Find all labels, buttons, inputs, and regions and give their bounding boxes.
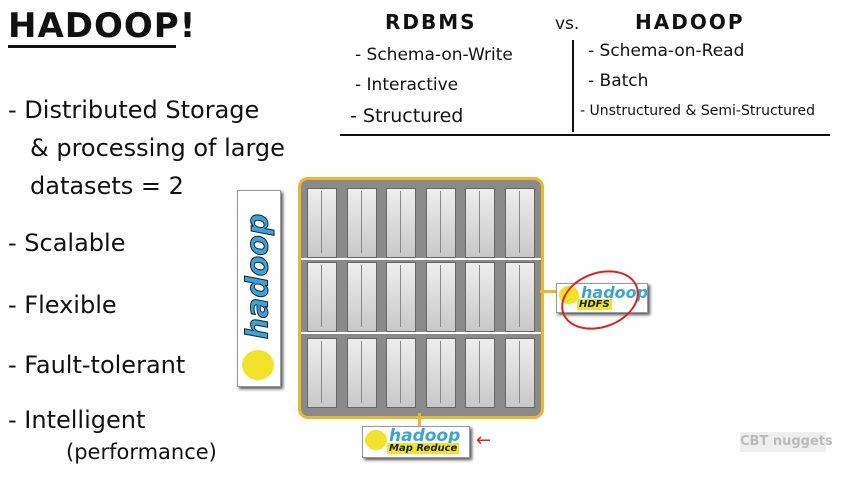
hdfs-logo: hadoop HDFS — [556, 283, 648, 313]
rdbms-item: - Interactive — [355, 75, 459, 95]
mapreduce-logo: hadoop Map Reduce — [362, 426, 470, 458]
rdbms-item: - Structured — [350, 105, 464, 127]
bullet-processing: & processing of large — [30, 134, 285, 162]
page-title: HADOOP! — [8, 6, 197, 46]
rdbms-header: RDBMS — [385, 10, 477, 34]
bullet-flexible: - Flexible — [8, 291, 117, 319]
server-icon — [504, 262, 535, 332]
elephant-icon — [365, 430, 387, 450]
server-icon — [425, 262, 456, 332]
server-row — [307, 262, 535, 332]
server-row — [307, 188, 535, 258]
server-row — [307, 338, 535, 408]
bullet-performance: (performance) — [66, 440, 217, 464]
divider-vertical — [572, 40, 574, 132]
server-icon — [386, 188, 417, 258]
server-icon — [465, 188, 496, 258]
server-icon — [346, 188, 377, 258]
hadoop-item: - Unstructured & Semi-Structured — [580, 103, 815, 119]
server-icon — [504, 188, 535, 258]
server-icon — [386, 338, 417, 408]
server-icon — [425, 338, 456, 408]
server-icon — [307, 262, 337, 332]
server-icon — [386, 262, 417, 332]
server-cluster-panel — [298, 177, 544, 419]
hadoop-vertical-logo: hadoop — [237, 190, 281, 387]
row-separator — [301, 258, 541, 260]
server-icon — [465, 338, 496, 408]
elephant-icon — [242, 350, 274, 380]
server-icon — [504, 338, 535, 408]
server-icon — [346, 338, 377, 408]
server-icon — [346, 262, 377, 332]
server-icon — [425, 188, 456, 258]
server-icon — [307, 188, 337, 258]
row-separator — [301, 332, 541, 334]
rdbms-item: - Schema-on-Write — [355, 45, 513, 65]
cbt-nuggets-watermark: CBT nuggets — [740, 432, 833, 452]
bullet-fault-tolerant: - Fault-tolerant — [8, 351, 186, 379]
connector-hdfs — [540, 290, 556, 293]
hadoop-header: HADOOP — [635, 10, 745, 34]
red-arrow-icon: ← — [476, 430, 492, 451]
bullet-intelligent: - Intelligent — [8, 406, 146, 434]
bullet-datasets: datasets = 2 — [30, 172, 184, 200]
bullet-distributed: - Distributed Storage — [8, 96, 260, 124]
divider-horizontal — [340, 134, 830, 136]
hadoop-item: - Schema-on-Read — [588, 41, 745, 61]
vs-label: vs. — [555, 14, 580, 34]
red-annotation-circle — [552, 260, 648, 340]
bullet-scalable: - Scalable — [8, 229, 126, 257]
hadoop-item: - Batch — [588, 71, 649, 91]
elephant-icon — [559, 286, 579, 304]
server-icon — [307, 338, 337, 408]
server-icon — [465, 262, 496, 332]
connector-mapreduce — [418, 413, 421, 427]
title-underline — [8, 45, 176, 48]
